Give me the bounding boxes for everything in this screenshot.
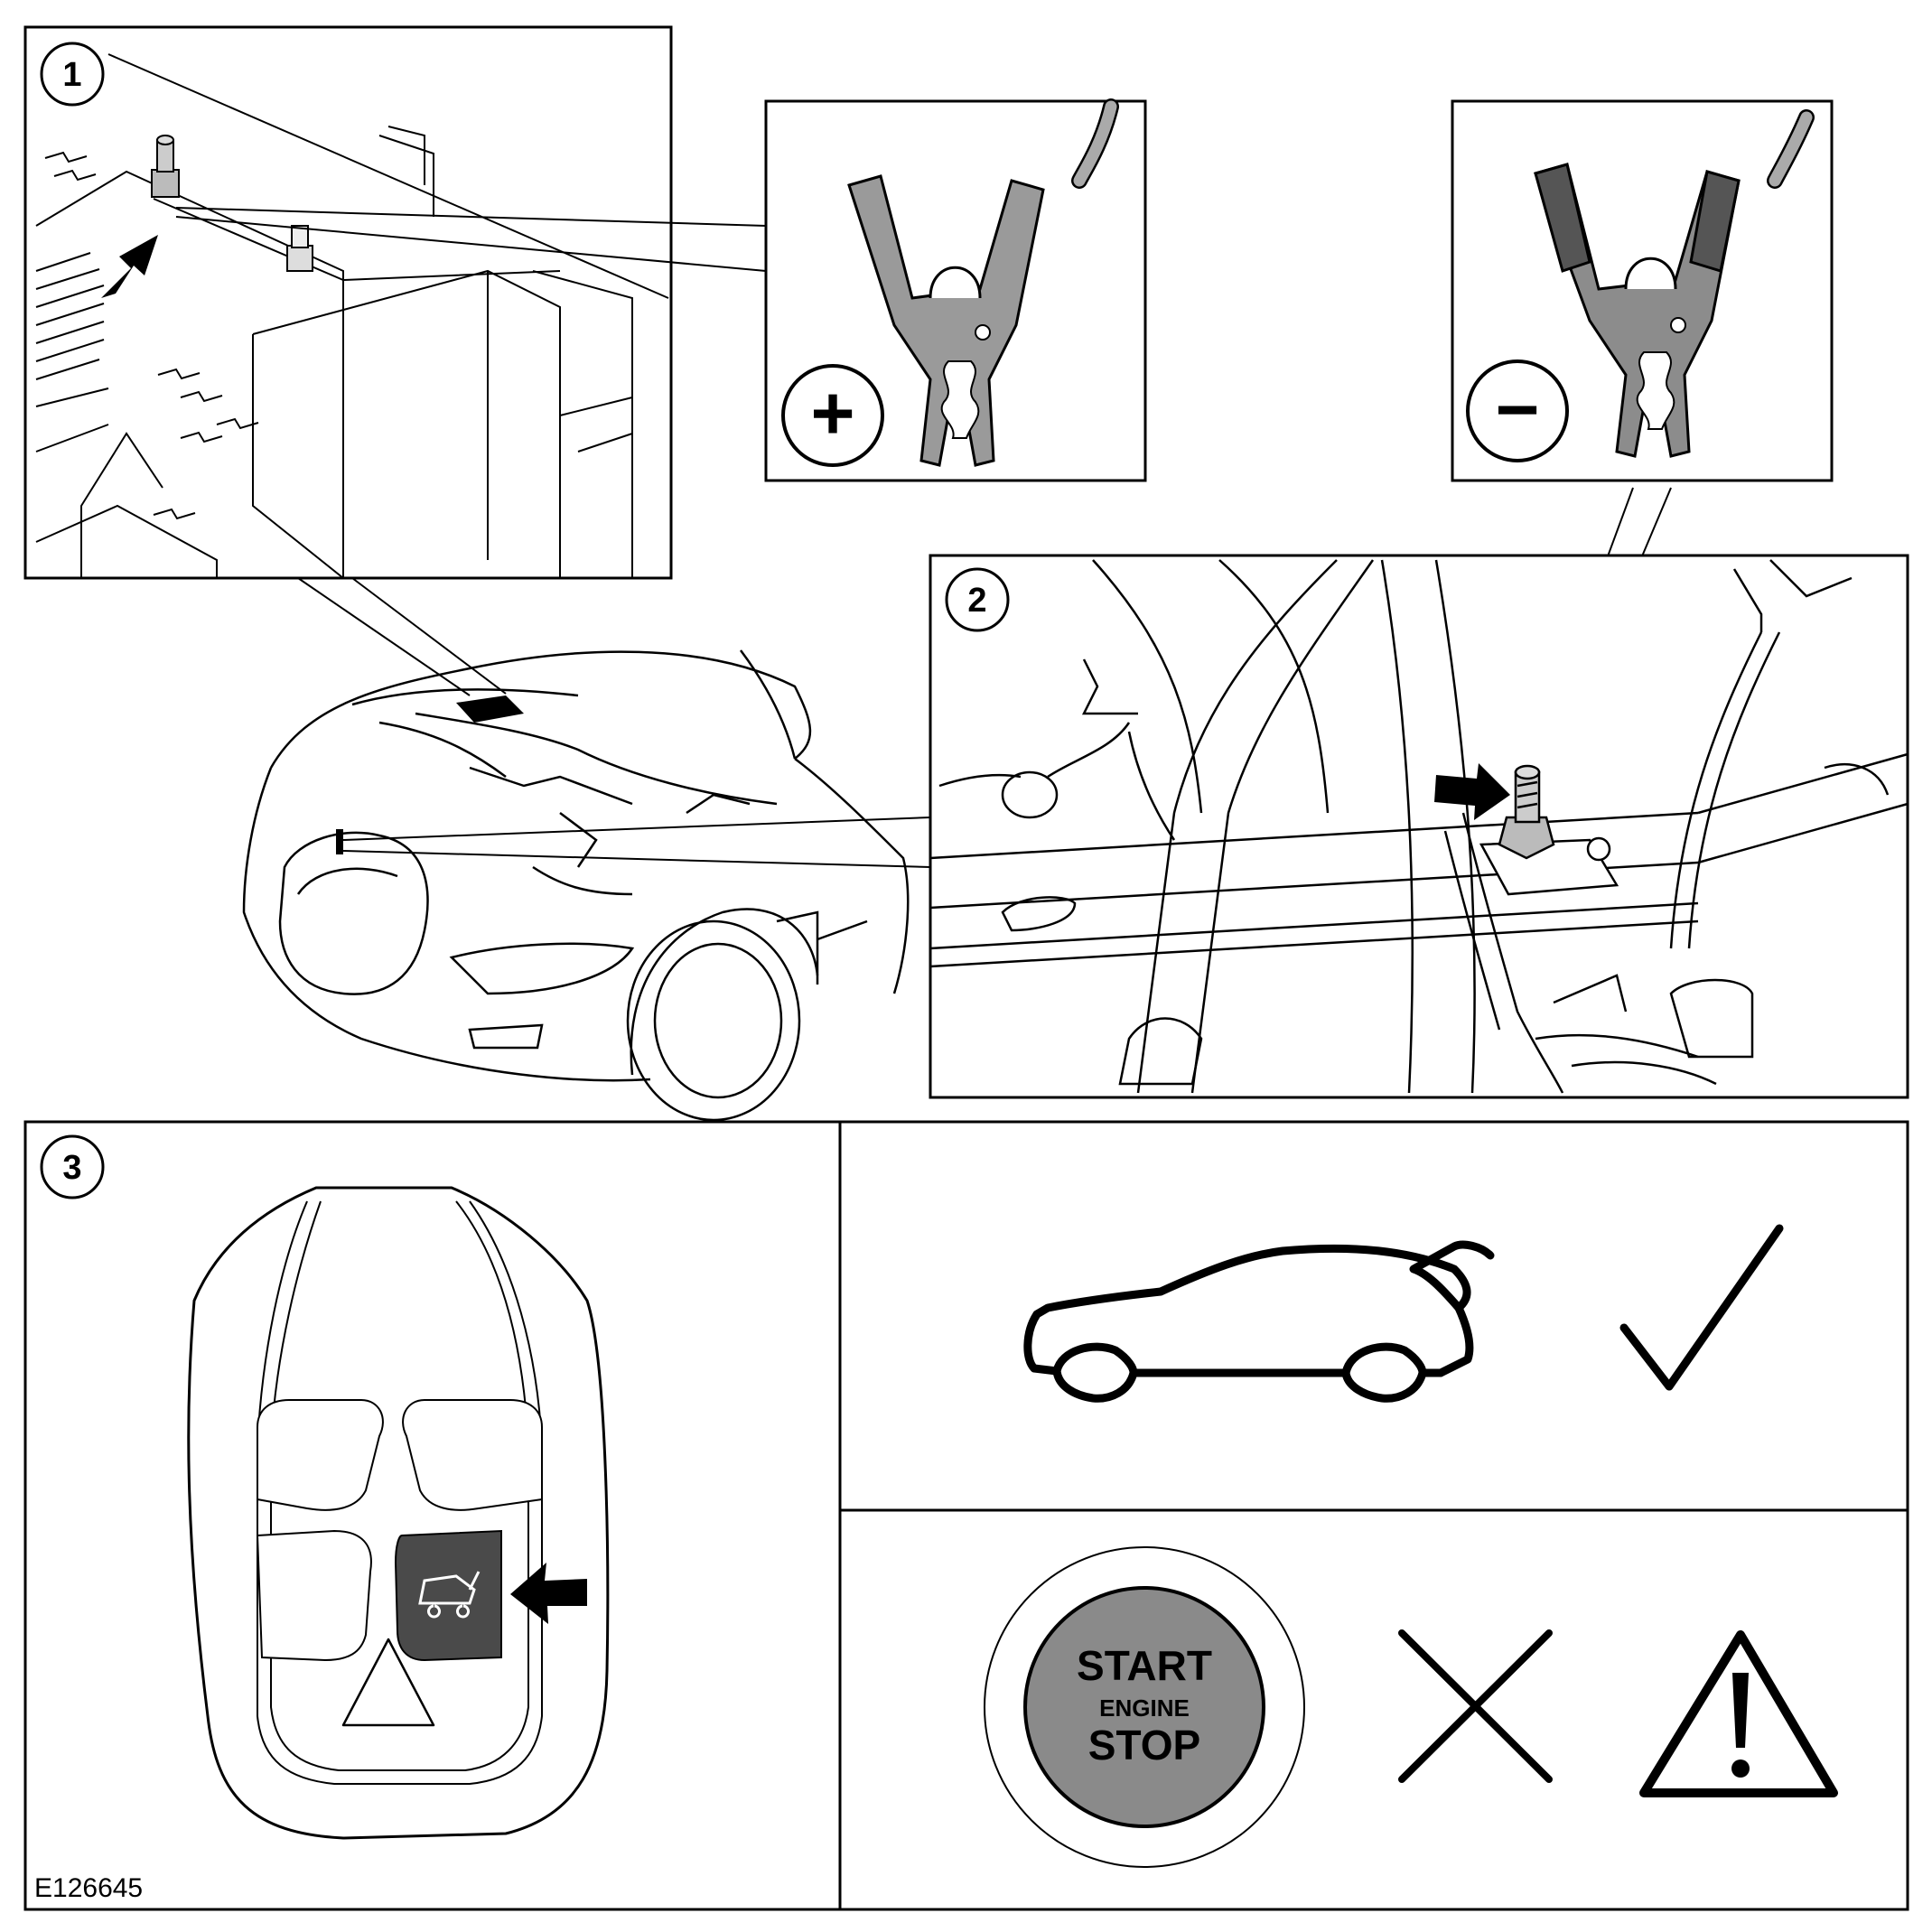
panel-2-ground-stud: 2 xyxy=(929,554,1909,1099)
positive-terminal-post xyxy=(151,135,313,272)
checkmark-icon xyxy=(1619,1224,1784,1391)
panel-3-key-fob: 3 E126645 xyxy=(23,1120,842,1911)
leader-lines-positive xyxy=(175,207,767,272)
negative-symbol: − xyxy=(1495,367,1539,452)
positive-clamp-panel: + xyxy=(764,98,1147,482)
callout-3: 3 xyxy=(62,1149,81,1187)
car-front-view xyxy=(242,649,910,1122)
arrow-icon xyxy=(1434,763,1510,820)
ground-location-marker xyxy=(336,829,343,854)
ground-stud xyxy=(1479,764,1619,896)
positive-symbol: + xyxy=(810,370,854,455)
negative-clamp-panel: − xyxy=(1451,99,1834,482)
battery-location-marker xyxy=(456,695,524,723)
car-boot-open-icon xyxy=(418,1571,481,1619)
leader-lines-panel1 xyxy=(297,577,507,696)
warning-triangle-icon xyxy=(1639,1630,1838,1797)
car-boot-open-icon xyxy=(1023,1240,1495,1403)
figure-reference: E126645 xyxy=(34,1873,143,1903)
callout-2: 2 xyxy=(967,582,986,620)
panel-1-positive-terminal: 1 xyxy=(23,25,673,580)
panel-3-result-icons: START ENGINE STOP xyxy=(838,1120,1909,1911)
leader-lines-panel2 xyxy=(342,817,931,868)
start-label: START xyxy=(1077,1642,1212,1689)
callout-1: 1 xyxy=(62,56,81,94)
arrow-icon xyxy=(101,235,158,298)
start-stop-button: START ENGINE STOP xyxy=(984,1546,1305,1868)
stop-label: STOP xyxy=(1088,1722,1200,1769)
engine-label: ENGINE xyxy=(1099,1694,1190,1722)
arrow-icon xyxy=(510,1563,587,1624)
cross-icon xyxy=(1398,1629,1553,1783)
key-boot-button xyxy=(394,1529,502,1662)
